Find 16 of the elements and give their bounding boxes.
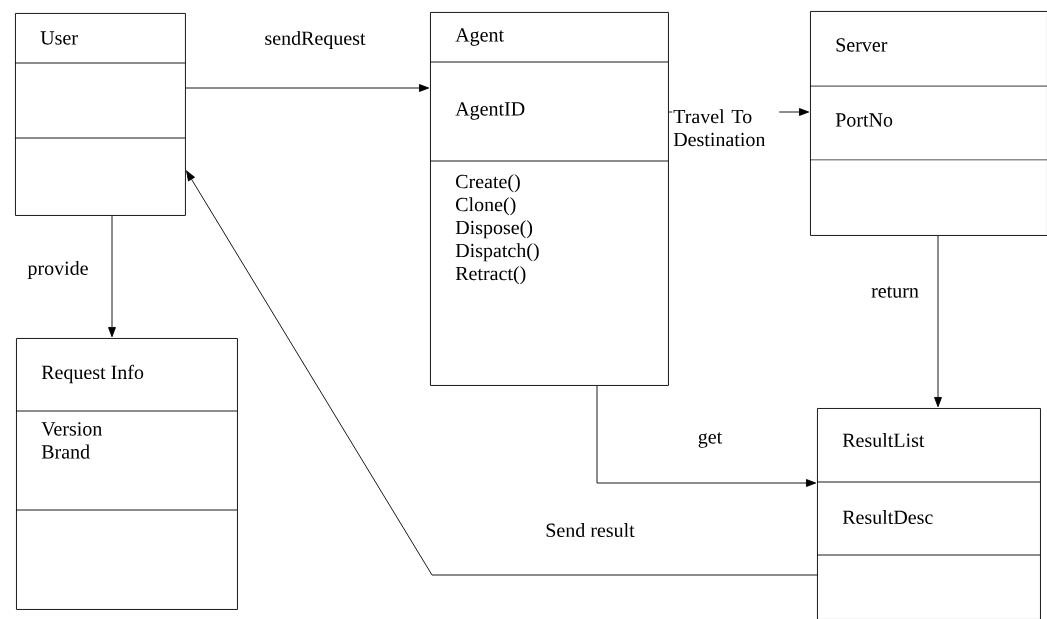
arrow	[596, 385, 817, 487]
arrow	[185, 84, 430, 92]
class-box: Agent AgentID Create() Clone() Dispose() Dispatch() Retract()	[429, 12, 669, 386]
class-box: Request Info Version Brand	[15, 338, 238, 610]
class-box: User	[14, 13, 186, 216]
edge-label: provide	[26, 259, 90, 281]
class-box: Server PortNo	[809, 11, 1047, 236]
arrow	[108, 215, 116, 338]
edge-label: Travel To Destination	[672, 108, 780, 148]
edge-label: get	[696, 431, 724, 449]
edge-label: sendRequest	[263, 29, 367, 51]
arrow	[934, 235, 942, 408]
edge-label: Send result	[544, 521, 636, 539]
class-box: ResultList ResultDesc	[816, 408, 1041, 619]
edge-label: return	[870, 285, 920, 299]
arrow	[186, 170, 818, 576]
